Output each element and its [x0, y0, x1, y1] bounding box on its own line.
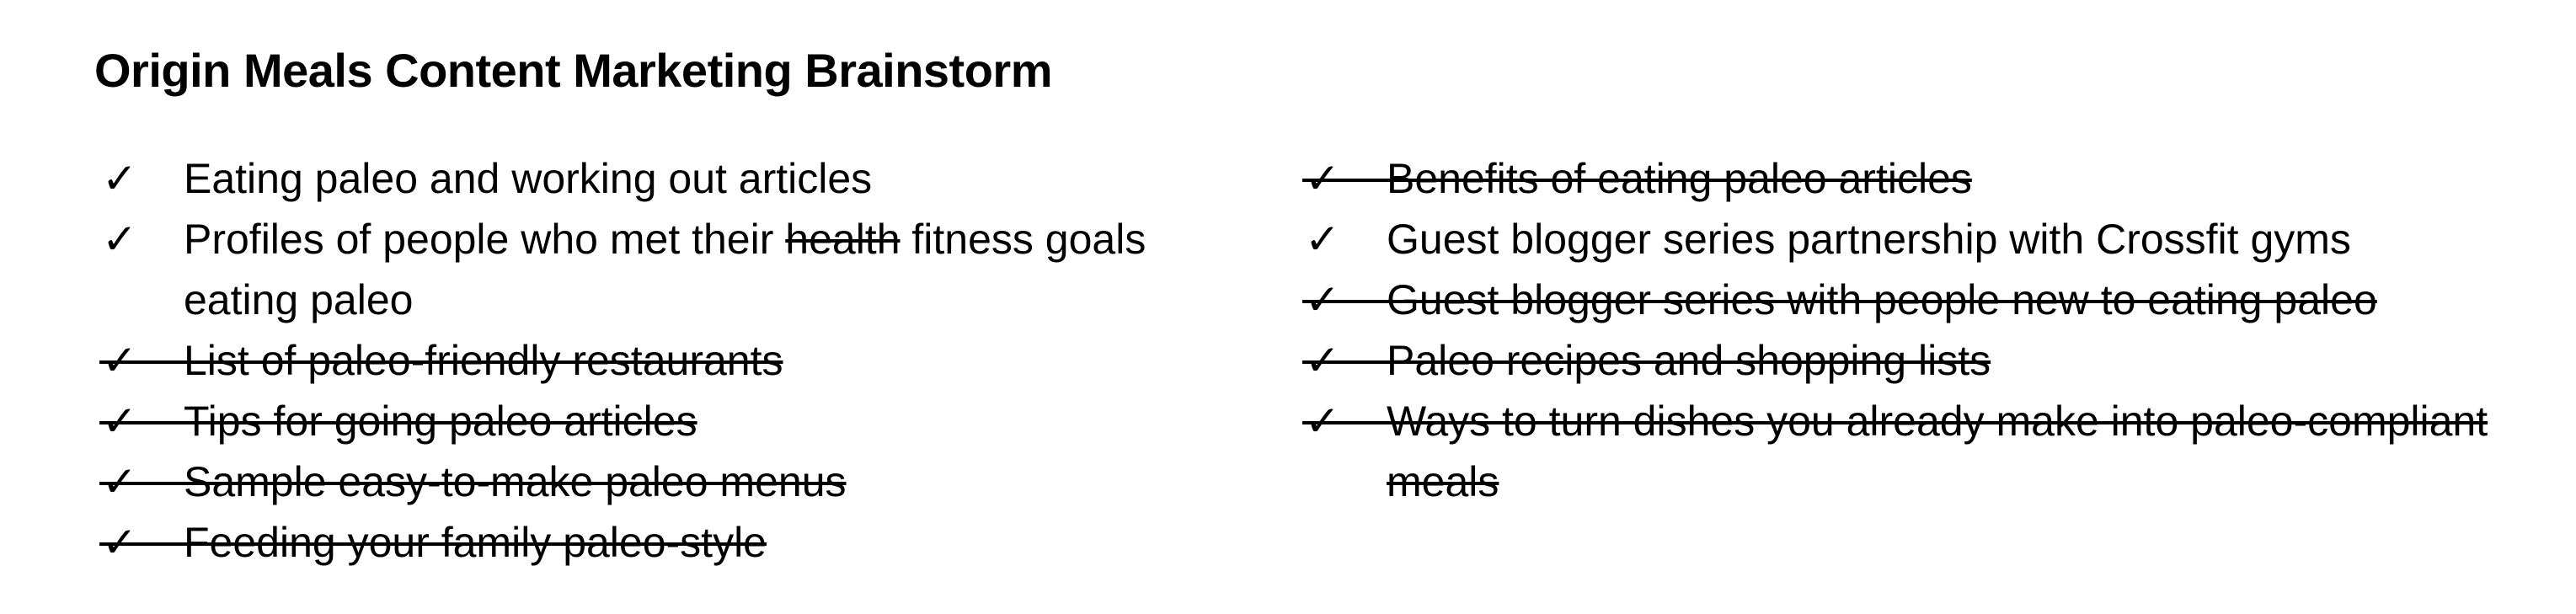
list-item-struck: ✓ Ways to turn dishes you already make i…: [1297, 391, 2549, 512]
list-item-struck: ✓ Feeding your family paleo-style: [94, 512, 1211, 573]
list-item: ✓ Eating paleo and working out articles: [94, 148, 1211, 209]
list-item-text: Sample easy-to-make paleo menus: [184, 458, 847, 505]
list-item-struck: ✓ Sample easy-to-make paleo menus: [94, 451, 1211, 512]
list-item-text: Tips for going paleo articles: [184, 398, 697, 445]
checkmark-icon: ✓: [102, 215, 137, 264]
list-item-struck: ✓ Paleo recipes and shopping lists: [1297, 330, 2549, 391]
checkmark-icon: ✓: [102, 457, 137, 506]
list-item-struck: ✓ List of paleo-friendly restaurants: [94, 330, 1211, 391]
list-item-struck: ✓ Guest blogger series with people new t…: [1297, 270, 2549, 330]
checkmark-icon: ✓: [102, 154, 137, 203]
checkmark-icon: ✓: [1305, 154, 1340, 203]
list-item-struck: ✓ Tips for going paleo articles: [94, 391, 1211, 451]
list-item-text: Paleo recipes and shopping lists: [1387, 337, 1991, 384]
checkmark-icon: ✓: [102, 336, 137, 385]
list-item-text: Feeding your family paleo-style: [184, 519, 767, 566]
list-item: ✓ Guest blogger series partnership with …: [1297, 209, 2549, 270]
list-item-text: Benefits of eating paleo articles: [1387, 155, 1972, 202]
list-item-text: Guest blogger series partnership with Cr…: [1387, 216, 2351, 263]
checkmark-icon: ✓: [102, 518, 137, 567]
list-item: ✓ Profiles of people who met their healt…: [94, 209, 1211, 330]
right-checklist: ✓ Benefits of eating paleo articles ✓ Gu…: [1297, 148, 2510, 512]
list-item-text-part: Profiles of people who met their: [184, 216, 786, 263]
list-item-text: List of paleo-friendly restaurants: [184, 337, 783, 384]
list-item-text: Eating paleo and working out articles: [184, 155, 873, 202]
checkmark-icon: ✓: [1305, 397, 1340, 446]
list-item-text: Ways to turn dishes you already make int…: [1387, 398, 2488, 505]
checkmark-icon: ✓: [1305, 275, 1340, 324]
list-item-text: Profiles of people who met their health …: [184, 216, 1146, 323]
checkmark-icon: ✓: [102, 397, 137, 446]
left-checklist: ✓ Eating paleo and working out articles …: [94, 148, 1307, 573]
checkmark-icon: ✓: [1305, 215, 1340, 264]
checkmark-icon: ✓: [1305, 336, 1340, 385]
struck-word: health: [785, 216, 901, 263]
list-item-struck: ✓ Benefits of eating paleo articles: [1297, 148, 2549, 209]
page-title: Origin Meals Content Marketing Brainstor…: [94, 44, 1053, 97]
list-item-text: Guest blogger series with people new to …: [1387, 276, 2377, 323]
list-item-text-part: fitness goals eating paleo: [184, 216, 1146, 323]
